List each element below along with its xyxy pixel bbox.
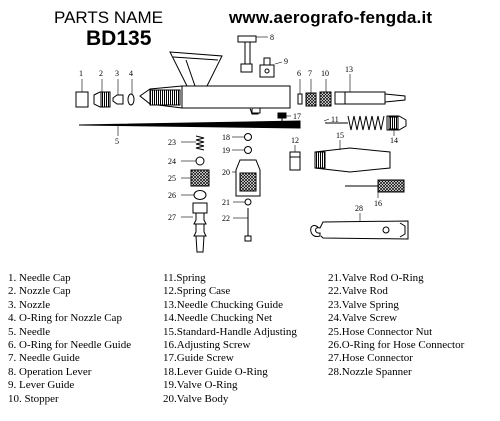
callout-numbers: 1 2 3 4 5 6 7 8 9 10 11 12 13 14 15 16 1… (79, 33, 398, 223)
callout-16: 16 (374, 199, 382, 208)
part-12-spring-case (289, 151, 301, 171)
legend-item: 20.Valve Body (163, 392, 229, 405)
callout-20: 20 (222, 168, 230, 177)
legend-item: 11.Spring (163, 272, 206, 284)
part-1-needle-cap (75, 91, 89, 108)
legend-column-2: 11.Spring 12.Spring Case 13.Needle Chuck… (163, 272, 297, 406)
callout-19: 19 (222, 146, 230, 155)
legend-item: 13.Needle Chucking Guide (163, 298, 284, 311)
legend-item: 18.Lever Guide O-Ring (163, 365, 268, 378)
legend-item: 5. Needle (8, 325, 51, 338)
legend-item: 17.Guide Screw (163, 352, 234, 365)
part-4-o-ring-nozzle-cap (127, 93, 135, 106)
part-28-nozzle-spanner (310, 220, 409, 240)
legend-item: 14.Needle Chucking Net (163, 312, 273, 325)
legend-item: 24.Valve Screw (328, 312, 398, 325)
part-3-nozzle (112, 94, 124, 105)
legend-item: 2. Nozzle Cap (8, 285, 71, 298)
callout-11: 11 (331, 115, 339, 124)
part-18-lever-guide-o-ring (244, 133, 252, 141)
callout-10: 10 (321, 69, 329, 78)
legend-item: 27.Hose Connector (328, 352, 413, 365)
website-url: www.aerografo-fengda.it (229, 8, 433, 27)
legend-item: 9. Lever Guide (8, 379, 75, 392)
callout-18: 18 (222, 133, 230, 142)
part-20-valve-body (235, 159, 261, 197)
part-26-o-ring-hose-connector (193, 190, 207, 200)
part-6-o-ring-needle-guide (297, 93, 303, 105)
parts-name-label: PARTS NAME (54, 8, 163, 27)
callout-5: 5 (115, 137, 119, 146)
callout-25: 25 (168, 174, 176, 183)
callout-2: 2 (99, 69, 103, 78)
callout-6: 6 (297, 69, 301, 78)
legend-item: 10. Stopper (8, 392, 59, 405)
callout-14: 14 (390, 136, 398, 145)
part-9-lever-guide (259, 57, 275, 78)
legend-item: 21.Valve Rod O-Ring (328, 272, 424, 284)
legend-item: 28.Nozzle Spanner (328, 365, 412, 378)
callout-4: 4 (129, 69, 133, 78)
model-number: BD135 (86, 27, 152, 50)
callout-8: 8 (270, 33, 274, 42)
callout-24: 24 (168, 157, 176, 166)
legend-item: 16.Adjusting Screw (163, 338, 251, 351)
callout-3: 3 (115, 69, 119, 78)
legend-item: 3. Nozzle (8, 298, 51, 311)
part-14-needle-chucking-net (386, 115, 407, 131)
part-24-valve-screw (195, 156, 205, 166)
callout-7: 7 (308, 69, 312, 78)
part-23-valve-spring (195, 135, 205, 151)
legend-item: 6. O-Ring for Needle Guide (8, 338, 132, 351)
legend-item: 25.Hose Connector Nut (328, 325, 433, 338)
callout-17: 17 (293, 112, 301, 121)
legend-column-1: 1. Needle Cap 2. Nozzle Cap 3. Nozzle 4.… (8, 272, 131, 406)
callout-12: 12 (291, 136, 299, 145)
part-11-spring (325, 115, 385, 131)
part-5-needle (78, 120, 301, 129)
part-8-operation-lever (237, 35, 257, 73)
legend-item: 12.Spring Case (163, 285, 231, 298)
legend-item: 19.Valve O-Ring (163, 379, 238, 392)
legend-item: 15.Standard-Handle Adjusting (163, 325, 297, 338)
legend-item: 8. Operation Lever (8, 365, 92, 378)
part-19-valve-o-ring (244, 146, 252, 154)
legend-column-3: 21.Valve Rod O-Ring 22.Valve Rod 23.Valv… (328, 272, 464, 379)
part-21-valve-rod-o-ring (244, 198, 252, 206)
legend-item: 4. O-Ring for Nozzle Cap (8, 312, 122, 325)
part-7-needle-guide (305, 92, 317, 107)
callout-1: 1 (79, 69, 83, 78)
legend-item: 23.Valve Spring (328, 298, 399, 311)
legend-item: 7. Needle Guide (8, 352, 80, 365)
callout-28: 28 (355, 204, 363, 213)
legend-item: 22.Valve Rod (328, 285, 388, 298)
callout-23: 23 (168, 138, 176, 147)
airbrush-body (139, 51, 291, 115)
callout-9: 9 (284, 57, 288, 66)
callout-27: 27 (168, 213, 176, 222)
legend-item: 1. Needle Cap (8, 272, 71, 284)
part-2-nozzle-cap (93, 91, 111, 108)
callout-13: 13 (345, 65, 353, 74)
callout-21: 21 (222, 198, 230, 207)
callout-26: 26 (168, 191, 176, 200)
part-22-valve-rod (244, 208, 252, 242)
callout-15: 15 (336, 131, 344, 140)
legend-item: 26.O-Ring for Hose Connector (328, 338, 465, 351)
part-16-adjusting-screw (345, 179, 405, 193)
part-15-handle (314, 147, 391, 173)
part-25-hose-connector-nut (190, 169, 210, 187)
part-17-guide-screw (277, 112, 287, 124)
leader-lines (81, 36, 395, 221)
part-10-stopper (319, 91, 332, 107)
callout-22: 22 (222, 214, 230, 223)
part-13-needle-chucking-guide (334, 91, 406, 105)
part-27-hose-connector (192, 202, 208, 253)
